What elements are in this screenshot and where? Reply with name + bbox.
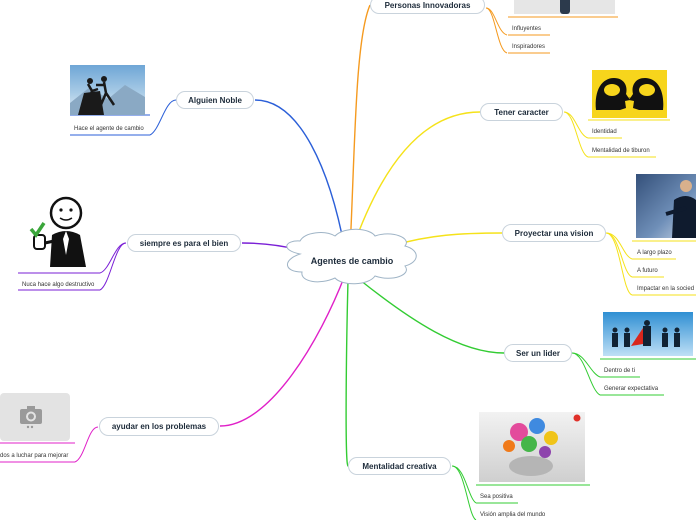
- node-siempre[interactable]: siempre es para el bien: [127, 234, 241, 252]
- leaf-inspiradores[interactable]: Inspiradores: [512, 44, 545, 50]
- branch-line-vision: [395, 233, 502, 245]
- branch-line-caracter: [352, 112, 480, 250]
- node-lider[interactable]: Ser un lider: [504, 344, 572, 362]
- node-caracter[interactable]: Tener caracter: [480, 103, 563, 121]
- leaf-nuca[interactable]: Nuca hace algo destructivo: [22, 282, 94, 288]
- branch-line-mentalidad: [346, 280, 348, 466]
- leader-photo: [603, 312, 693, 356]
- businessman-photo: [636, 174, 696, 238]
- branch-line-lider: [360, 280, 504, 353]
- leaf-hace-agente[interactable]: Hace el agente de cambio: [74, 126, 144, 132]
- node-mentalidad[interactable]: Mentalidad creativa: [348, 457, 451, 475]
- leaf-luchar[interactable]: dos a luchar para mejorar: [0, 453, 68, 459]
- leaf-impactar[interactable]: Impactar en la socied: [637, 286, 694, 292]
- brain-heads-photo: [592, 70, 667, 118]
- leaf-positiva[interactable]: Sea positiva: [480, 494, 513, 500]
- device-photo: [514, 0, 615, 14]
- stick-figure-check: [28, 195, 90, 269]
- center-node-label[interactable]: Agentes de cambio: [300, 256, 404, 266]
- mountain-photo: [70, 65, 145, 115]
- branch-line-ayudar: [220, 275, 345, 426]
- leaf-dentro[interactable]: Dentro de ti: [604, 368, 635, 374]
- branch-line-alguien: [255, 100, 345, 250]
- leaf-largo-plazo[interactable]: A largo plazo: [637, 250, 672, 256]
- camera-placeholder-icon: [0, 393, 70, 441]
- node-ayudar[interactable]: ayudar en los problemas: [99, 417, 219, 436]
- leaf-futuro[interactable]: A futuro: [637, 268, 658, 274]
- leaf-expectativa[interactable]: Generar expectativa: [604, 386, 658, 392]
- creative-photo: [479, 412, 585, 482]
- node-personas[interactable]: Personas Innovadoras: [370, 0, 485, 14]
- node-vision[interactable]: Proyectar una vision: [502, 224, 606, 242]
- node-alguien[interactable]: Alguien Noble: [176, 91, 254, 109]
- leaf-vision-amplia[interactable]: Visión amplia del mundo: [480, 512, 545, 518]
- leaf-tiburon[interactable]: Mentalidad de tiburon: [592, 148, 650, 154]
- leaf-influyentes[interactable]: Influyentes: [512, 26, 541, 32]
- leaf-identidad[interactable]: Identidad: [592, 129, 617, 135]
